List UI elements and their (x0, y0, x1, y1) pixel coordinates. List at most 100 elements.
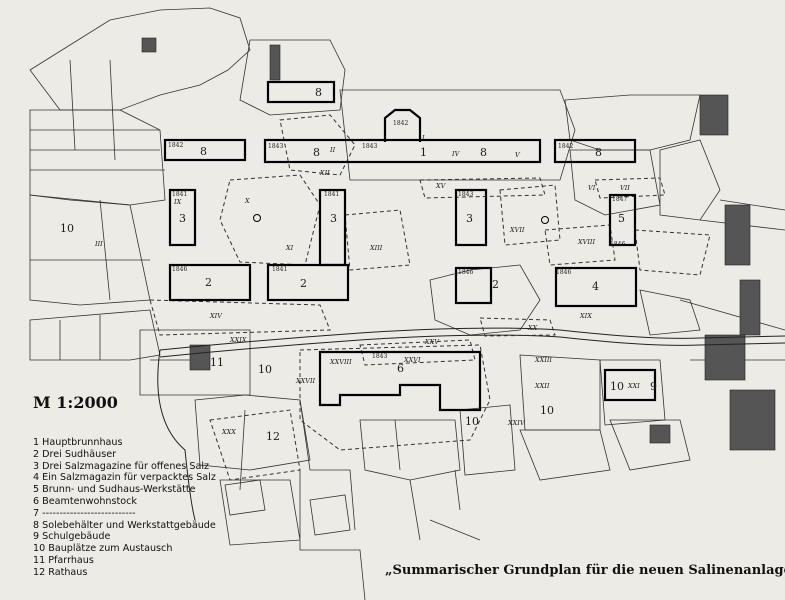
label-n3-right: 3 (466, 212, 473, 225)
roman-labels: I II IV V VI VII IX X XI XII XIII XIV XV… (94, 134, 640, 436)
label-r23: XXIII (534, 356, 552, 364)
legend-item: 10 Bauplätze zum Austausch (33, 543, 173, 555)
label-year-row2: 1843 (362, 143, 377, 150)
label-year-2l: 1846 (172, 266, 187, 273)
legend-item: 5 Brunn- und Sudhaus-Werkstätte (33, 484, 196, 496)
building-8-left (163, 138, 247, 162)
legend-item: 7 --------------------------- (33, 507, 136, 519)
legend-item: 12 Rathaus (33, 566, 88, 578)
label-year-3m: 1841 (324, 191, 339, 198)
label-r21: XXI (627, 382, 640, 390)
label-r6: VI (588, 184, 596, 192)
legend: 1 Hauptbrunnhaus 2 Drei Sudhäuser 3 Drei… (33, 437, 216, 579)
label-r30: XXX (221, 428, 236, 436)
label-n11: 11 (210, 356, 224, 369)
building-10-right (603, 368, 657, 402)
legend-item: 4 Ein Salzmagazin für verpacktes Salz (33, 472, 216, 484)
building-2-left (168, 263, 252, 302)
label-r7: VII (620, 184, 630, 192)
label-n6: 6 (397, 362, 404, 375)
label-r22: XXII (534, 382, 550, 390)
well-circle-left (253, 214, 261, 222)
label-r29: XXIX (229, 336, 247, 344)
legend-item: 1 Hauptbrunnhaus (33, 437, 123, 448)
building-1-main (383, 108, 422, 142)
label-n10-left: 10 (60, 222, 74, 235)
label-r24: XXIV (507, 419, 526, 427)
label-year-5b: 1846 (610, 241, 625, 248)
label-n8-top: 8 (315, 86, 322, 99)
label-n3-mid: 3 (330, 212, 337, 225)
label-year-5: 1847 (612, 196, 627, 203)
label-year-3r: 1843 (458, 191, 473, 198)
label-n8-left: 8 (200, 145, 207, 158)
building-5 (608, 193, 637, 247)
label-n2-right: 2 (492, 278, 499, 291)
label-r13: XIII (369, 244, 383, 252)
legend-item: 2 Drei Sudhäuser (33, 448, 117, 460)
label-r5: V (515, 151, 521, 159)
label-r12: XII (319, 169, 330, 177)
label-r14: XIV (209, 312, 223, 320)
legend-item: 8 Solebehälter und Werkstattgebäude (33, 519, 216, 531)
label-n2-left: 2 (205, 276, 212, 289)
building-3-mid (318, 188, 347, 267)
label-year-left: 1842 (168, 142, 183, 149)
planned-outlines (149, 114, 711, 481)
label-r15: XV (435, 182, 447, 190)
label-year-6: 1843 (372, 353, 387, 360)
label-r18: XVIII (577, 238, 595, 246)
label-year-top: 1842 (393, 120, 408, 127)
legend-item: 9 Schulgebäude (33, 531, 111, 543)
year-labels: 1842 1842 1843 1843 1842 1841 1841 1843 … (168, 120, 627, 360)
building-8-right (553, 138, 637, 164)
label-n8-midright: 8 (480, 146, 487, 159)
label-n10-road: 10 (258, 363, 272, 376)
building-3-right (454, 188, 488, 247)
building-3-left (168, 188, 197, 247)
label-n12: 12 (266, 430, 280, 443)
label-n2-mid: 2 (300, 277, 307, 290)
label-r10: X (244, 197, 250, 205)
label-year-2m: 1841 (272, 266, 287, 273)
label-r25: XXV (424, 338, 440, 346)
planned-buildings (163, 80, 657, 412)
label-r20: XX (527, 324, 538, 332)
label-n10-far: 10 (610, 380, 624, 393)
label-n9: 9 (650, 380, 657, 393)
road (157, 327, 785, 521)
building-6 (318, 350, 482, 412)
building-2-right (454, 266, 493, 305)
label-r3: III (94, 240, 103, 248)
building-8-top (266, 80, 336, 104)
label-r1: I (421, 134, 425, 142)
label-r2: II (329, 146, 336, 154)
label-year-right: 1842 (558, 143, 573, 150)
legend-item: 6 Beamtenwohnstock (33, 495, 137, 507)
label-r27: XXVII (295, 377, 316, 385)
label-r9: IX (173, 198, 182, 206)
label-year-row: 1843 (268, 143, 283, 150)
label-r17: XVII (509, 226, 525, 234)
building-8-row (263, 138, 542, 164)
label-n5: 5 (618, 212, 625, 225)
label-n3-left: 3 (179, 212, 186, 225)
label-n8-right: 8 (595, 146, 602, 159)
scale-label: M 1:2000 (33, 393, 118, 412)
label-n4: 4 (592, 280, 599, 293)
existing-buildings-hatched (141, 37, 776, 451)
label-r26: XXVI (403, 356, 421, 364)
legend-item: 11 Pfarrhaus (33, 554, 94, 566)
map-labels: 1 8 8 8 8 8 3 3 3 5 2 2 2 4 6 10 10 10 1… (60, 86, 657, 443)
map-caption: „Summarischer Grundplan für die neuen Sa… (385, 563, 785, 578)
label-n1: 1 (420, 146, 427, 159)
building-2-mid (266, 263, 350, 302)
well-circle-right (541, 216, 549, 224)
cadastral-parcels (29, 7, 785, 600)
label-r28: XXVIII (329, 358, 352, 366)
label-year-3l: 1841 (172, 191, 187, 198)
legend-item: 3 Drei Salzmagazine für offenes Salz (33, 460, 210, 472)
label-r4: IV (451, 150, 461, 158)
building-4 (554, 266, 638, 308)
label-r19: XIX (579, 312, 592, 320)
